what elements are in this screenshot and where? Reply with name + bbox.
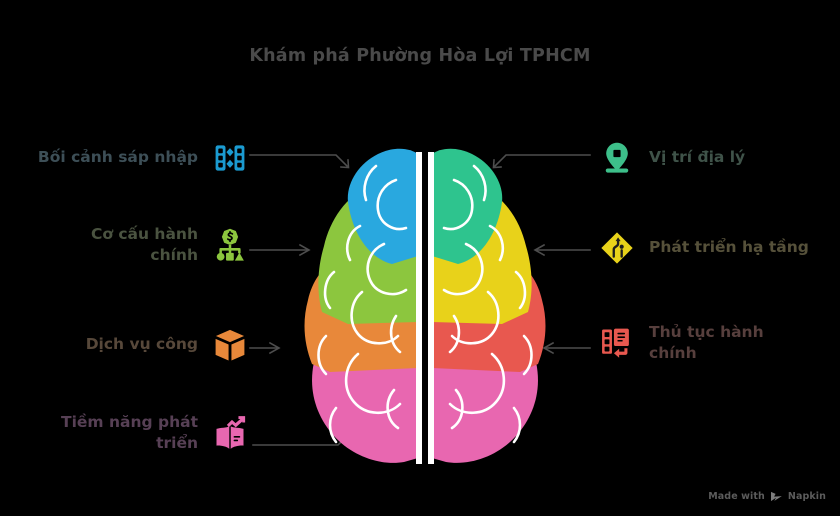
watermark: Made with Napkin — [708, 491, 826, 502]
napkin-logo-icon — [770, 491, 782, 502]
brain-right-occipital — [432, 346, 538, 463]
item-procedure-label: Thủ tục hành chính — [649, 323, 764, 363]
road-sign-icon — [597, 228, 637, 268]
map-pin-icon — [597, 138, 637, 178]
item-potential[interactable]: Tiềm năng phát triển — [10, 412, 250, 455]
item-admin[interactable]: Cơ cấu hành chính — [10, 224, 250, 267]
document-process-icon — [597, 323, 637, 363]
item-potential-label: Tiềm năng phát triển — [61, 413, 198, 453]
org-chart-money-icon — [210, 225, 250, 265]
watermark-brand: Napkin — [787, 491, 826, 502]
item-merge[interactable]: Bối cảnh sáp nhập — [10, 138, 250, 178]
item-location-label: Vị trí địa lý — [649, 148, 746, 167]
brain-left-occipital — [312, 346, 418, 463]
item-infra-label: Phát triển hạ tầng — [649, 238, 809, 257]
page-title: Khám phá Phường Hòa Lợi TPHCM — [249, 46, 591, 66]
item-procedure[interactable]: Thủ tục hành chính — [597, 322, 840, 365]
brain-left-hemisphere — [304, 148, 422, 464]
item-infra[interactable]: Phát triển hạ tầng — [597, 228, 840, 268]
brain-right-frontal — [432, 148, 503, 264]
item-merge-label: Bối cảnh sáp nhập — [37, 148, 198, 167]
item-location[interactable]: Vị trí địa lý — [597, 138, 840, 178]
box-icon — [210, 325, 250, 365]
brain-illustration — [304, 148, 546, 464]
brain-left-midline — [416, 152, 422, 464]
brain-right-hemisphere — [428, 148, 546, 464]
brain-left-frontal — [347, 148, 418, 264]
item-service[interactable]: Dịch vụ công — [10, 325, 250, 365]
item-admin-label: Cơ cấu hành chính — [90, 225, 198, 265]
watermark-prefix: Made with — [708, 491, 765, 502]
book-growth-icon — [210, 413, 250, 453]
merge-icon — [210, 138, 250, 178]
brain-right-midline — [428, 152, 434, 464]
item-service-label: Dịch vụ công — [85, 335, 198, 354]
connector-service-head — [268, 341, 281, 355]
